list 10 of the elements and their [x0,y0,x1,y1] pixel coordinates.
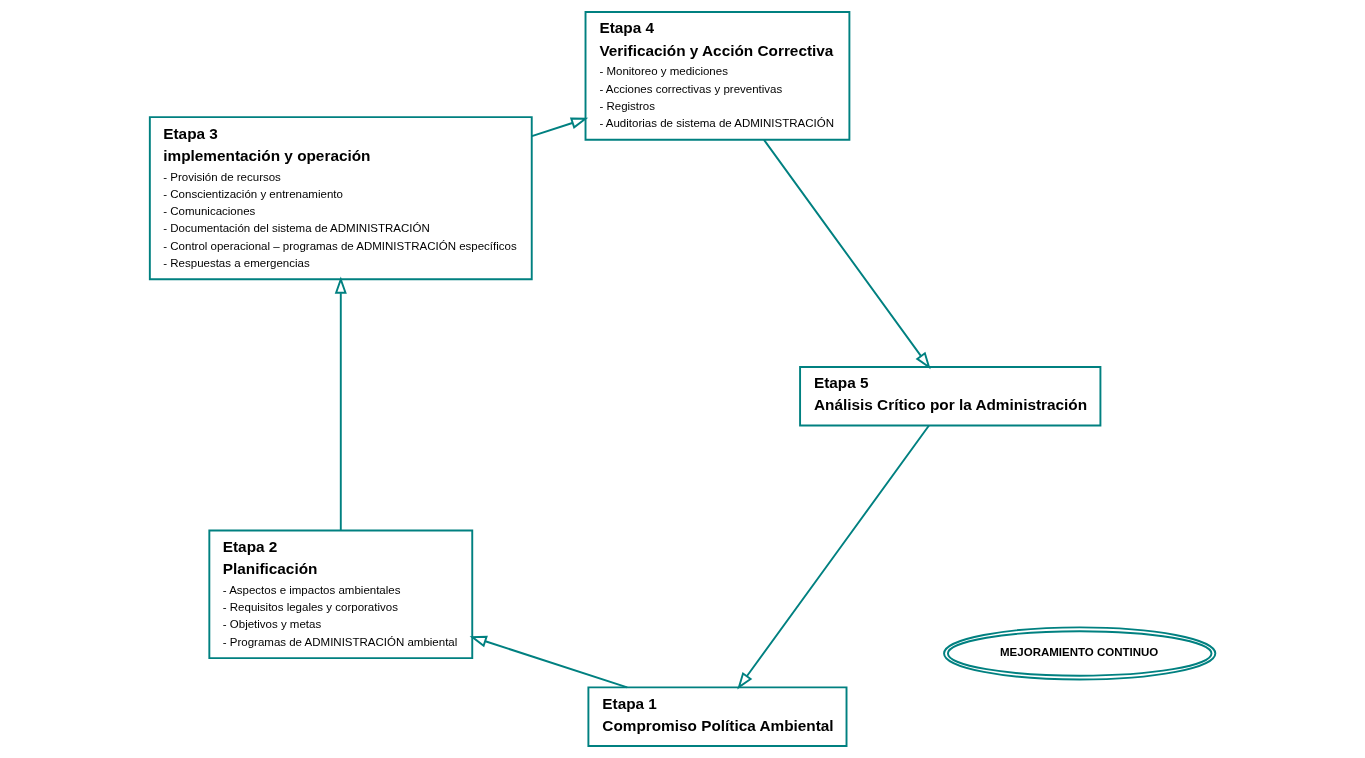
arrow [763,139,931,370]
arrow [334,276,347,532]
node-box: Etapa 3 implementación y operación - Provisión de recursos - Conscientización y entrenamiento - Comunicaciones - Documentación del sistema de ADMINISTRACIÓN - Control operacional – programas de ADMINISTRACIÓN específicos - Respuestas a emergencias [148,116,533,281]
node-box: Etapa 1 Compromiso Política Ambiental [587,686,848,747]
node-box: Etapa 5 Análisis Crítico por la Administración [799,366,1102,427]
arrow [530,117,589,138]
node-box: Etapa 2 Planificación - Aspectos e impactos ambientales - Requisitos legales y corporativos - Objetivos y metas - Programas de ADMINISTRACIÓN ambiental [208,529,474,660]
node-box: Etapa 4 Verificación y Acción Correctiva - Monitoreo y mediciones - Acciones correctivas y preventivas - Registros - Auditorias de sistema de ADMINISTRACIÓN [584,11,851,141]
arrow [737,424,930,690]
arrow [469,635,629,689]
